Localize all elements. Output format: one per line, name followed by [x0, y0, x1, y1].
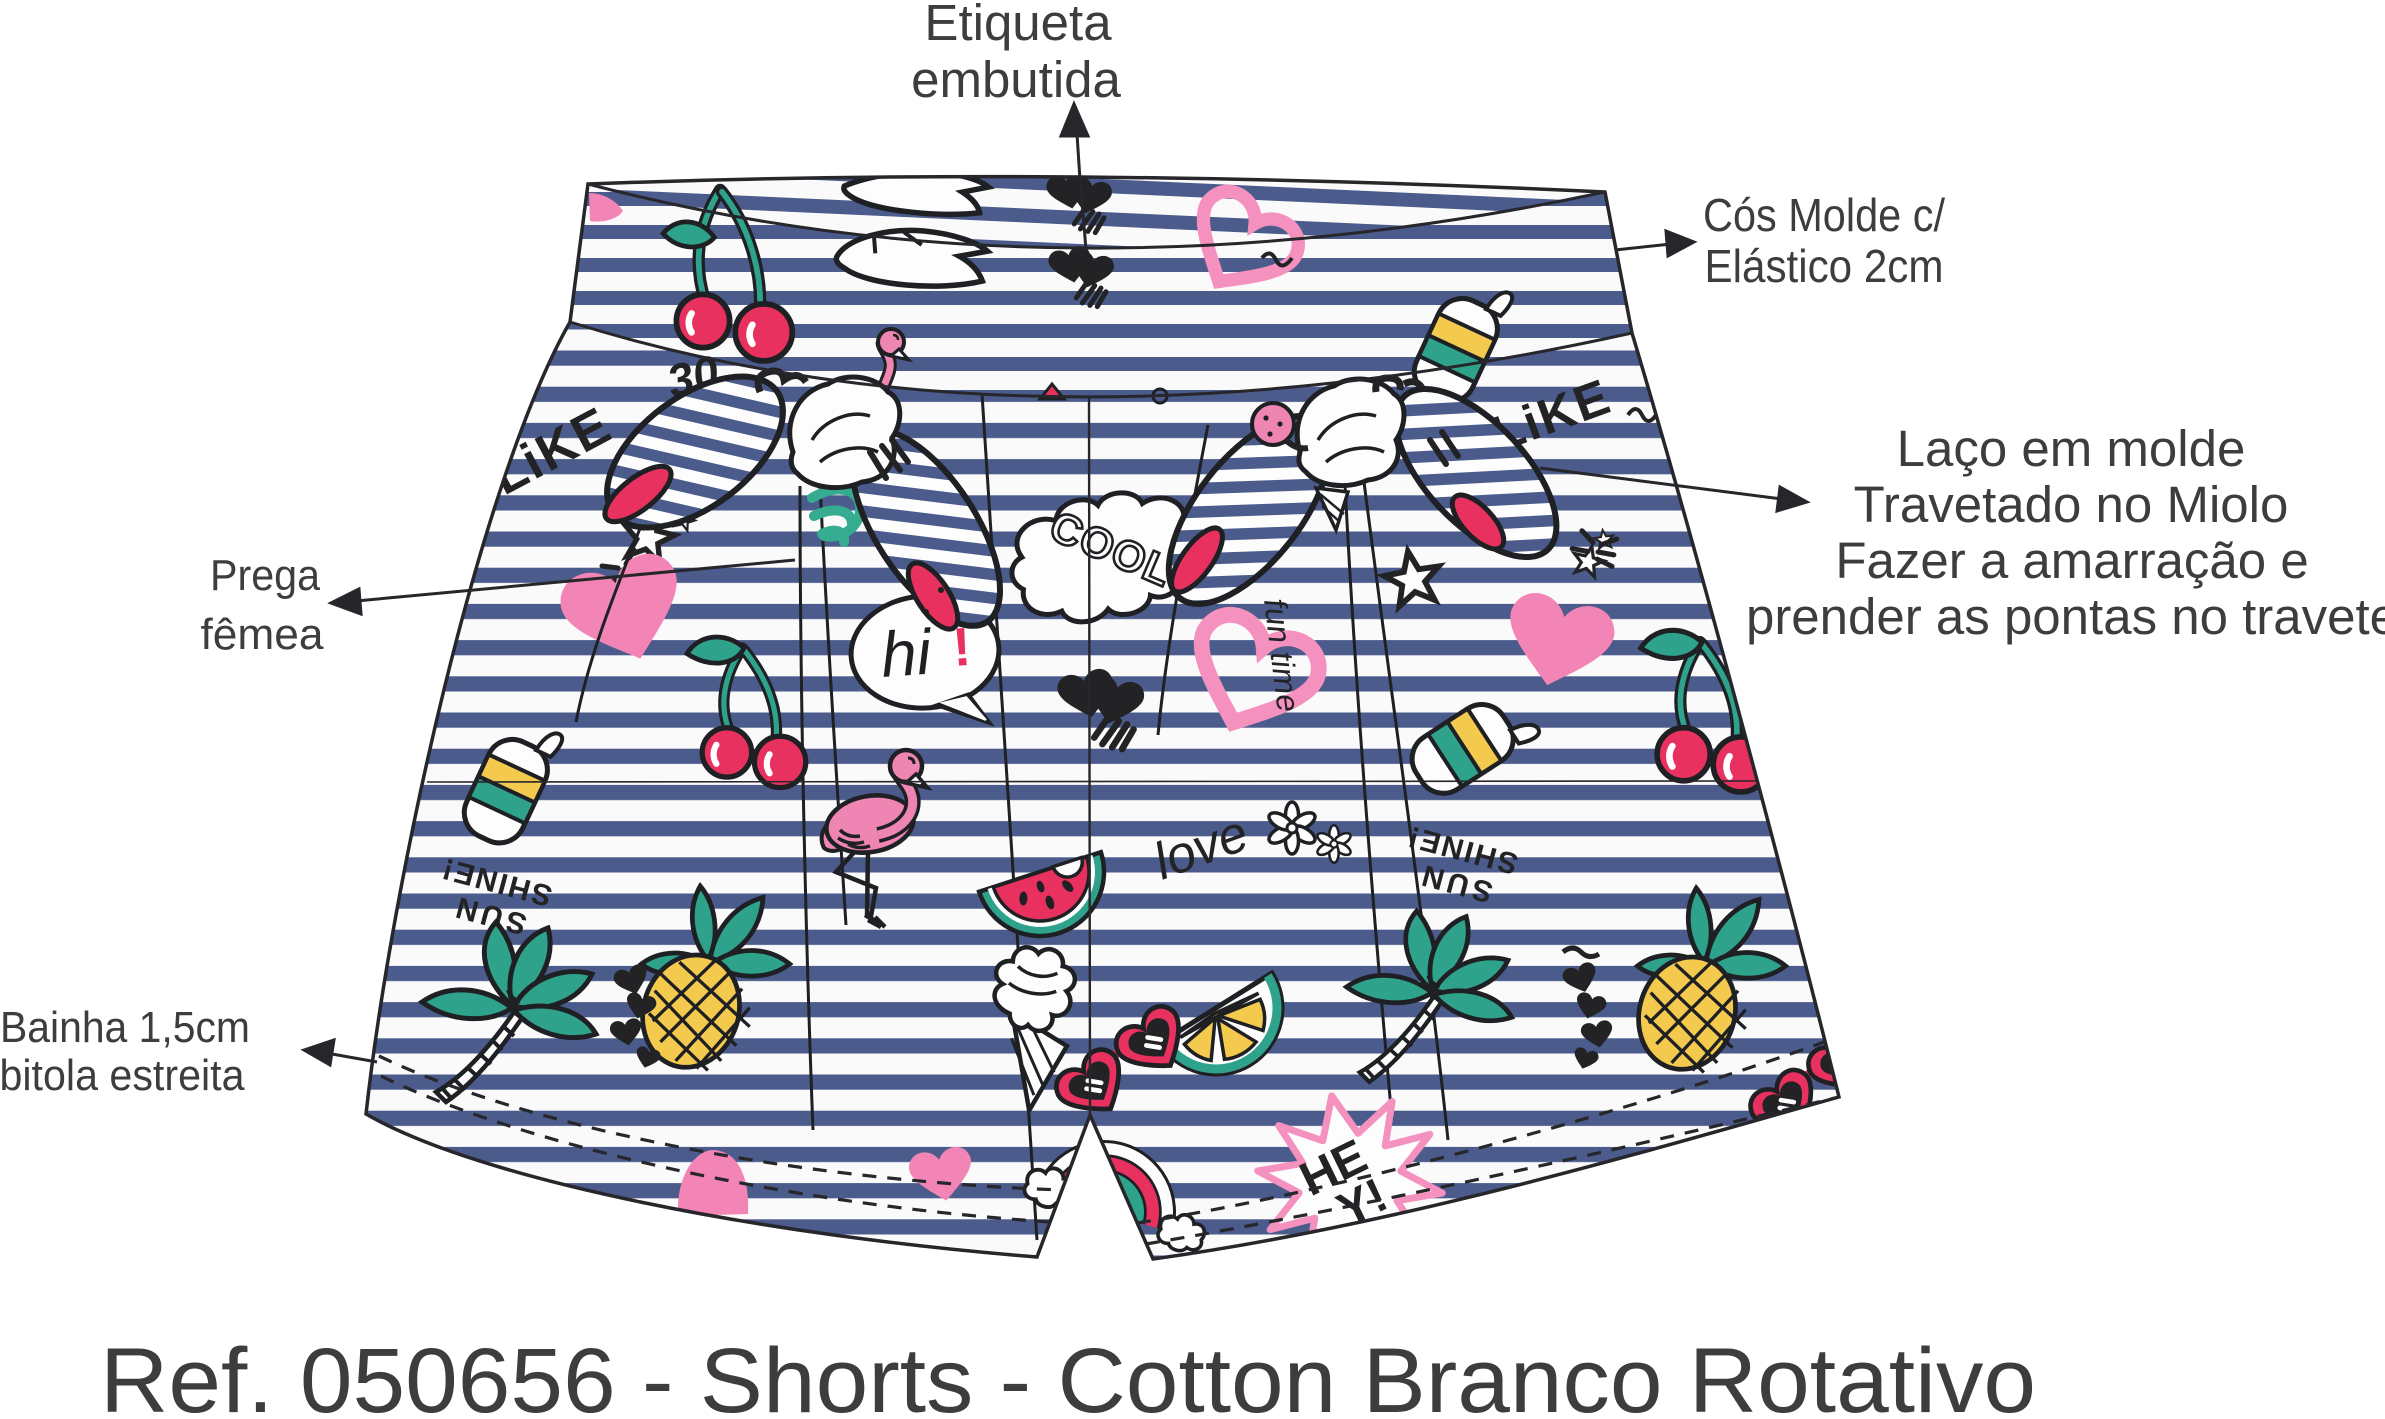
svg-text:fêmea: fêmea	[201, 610, 325, 659]
svg-text:bitola estreita: bitola estreita	[0, 1051, 245, 1100]
svg-text:Bainha 1,5cm: Bainha 1,5cm	[0, 1003, 250, 1052]
svg-text:hi: hi	[879, 616, 935, 691]
svg-text:Fazer a amarração e: Fazer a amarração e	[1835, 532, 2308, 589]
svg-text:Travetado no Miolo: Travetado no Miolo	[1854, 476, 2289, 533]
svg-text:Laço em molde: Laço em molde	[1897, 420, 2246, 477]
svg-text:!: !	[951, 617, 973, 678]
svg-text:Cós Molde c/: Cós Molde c/	[1703, 189, 1945, 241]
svg-text:embutida: embutida	[911, 51, 1121, 108]
svg-text:Prega: Prega	[210, 551, 320, 600]
svg-text:Etiqueta: Etiqueta	[924, 0, 1112, 51]
svg-text:prender as pontas no travete: prender as pontas no travete	[1746, 588, 2385, 645]
svg-text:Ref. 050656 - Shorts - Cotton: Ref. 050656 - Shorts - Cotton Branco Rot…	[100, 1330, 2036, 1419]
svg-text:Elástico 2cm: Elástico 2cm	[1705, 240, 1944, 292]
